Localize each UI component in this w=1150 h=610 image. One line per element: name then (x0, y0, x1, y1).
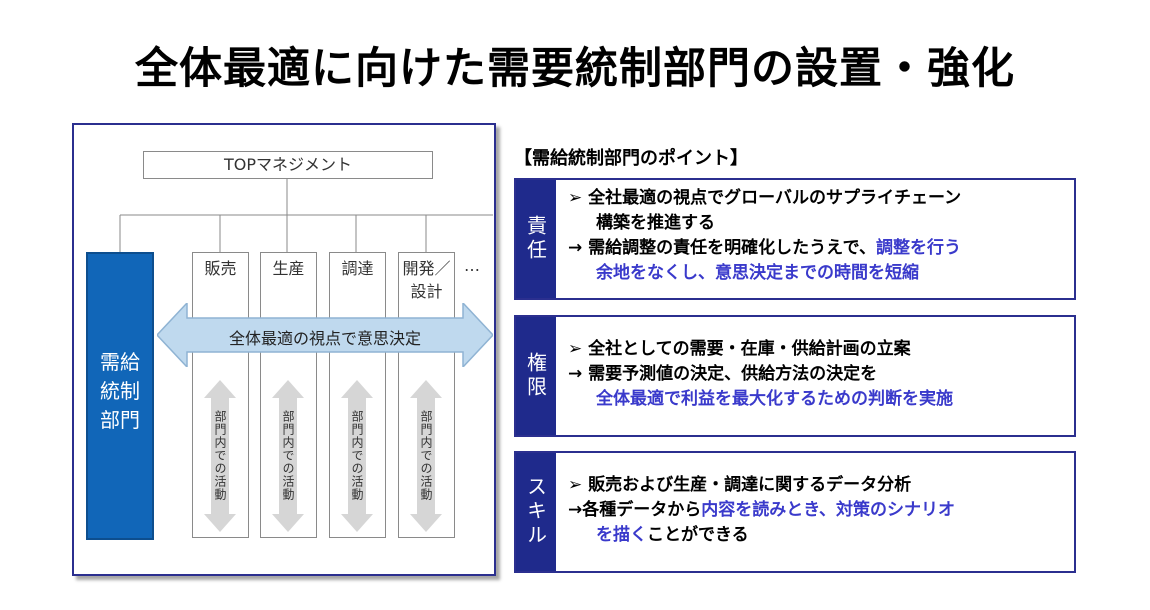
point-card-authority: 権限 ➢ 全社としての需要・在庫・供給計画の立案 → 需要予測値の決定、供給方法… (514, 315, 1076, 437)
internal-activity-arrow (341, 380, 373, 532)
org-connector-lines (119, 179, 493, 252)
point-line: を描くことができる (568, 523, 1068, 548)
point-tag: 権限 (516, 317, 556, 435)
demand-control-department-box: 需給 統制 部門 (86, 252, 154, 540)
point-line: 全体最適で利益を最大化するための判断を実施 (568, 387, 1068, 412)
internal-activity-arrow (204, 380, 236, 532)
point-line: →各種データから内容を読みとき、対策のシナリオ (568, 498, 1068, 523)
point-card-responsibility: 責任 ➢ 全社最適の視点でグローバルのサプライチェーン 構築を推進する → 需給… (514, 178, 1076, 300)
point-line: ➢ 全社としての需要・在庫・供給計画の立案 (568, 337, 1068, 362)
cross-department-arrow (157, 303, 493, 367)
top-management-box: TOPマネジメント (143, 151, 433, 179)
department-label-line-3: 部門 (100, 408, 140, 432)
page-title: 全体最適に向けた需要統制部門の設置・強化 (135, 44, 1015, 94)
point-text: ことができる (647, 525, 749, 545)
point-line: → 需要予測値の決定、供給方法の決定を (568, 362, 1068, 387)
point-text-highlight: 内容を読みとき、対策のシナリオ (701, 500, 956, 520)
point-line: ➢ 販売および生産・調達に関するデータ分析 (568, 473, 1068, 498)
point-body: ➢ 販売および生産・調達に関するデータ分析 →各種データから内容を読みとき、対策… (568, 473, 1068, 548)
internal-activity-label: 部門内での活動 (350, 410, 364, 501)
point-text: ➢ 全社としての需要・在庫・供給計画の立案 (568, 339, 911, 359)
point-text: ➢ 全社最適の視点でグローバルのサプライチェーン (568, 188, 962, 208)
point-line: 余地をなくし、意思決定までの時間を短縮 (568, 261, 1068, 286)
function-label: 開発／ (402, 259, 451, 278)
point-text-highlight: 余地をなくし、意思決定までの時間を短縮 (596, 263, 919, 283)
department-label-line-1: 需給 (100, 350, 140, 374)
point-line: 構築を推進する (568, 211, 1068, 236)
function-label: 販売 (204, 259, 237, 278)
internal-activity-arrow (272, 380, 304, 532)
internal-activity-label: 部門内での活動 (419, 410, 433, 501)
point-text: 構築を推進する (596, 213, 715, 233)
more-functions-ellipsis: … (464, 256, 482, 275)
point-text-highlight: 全体最適で利益を最大化するための判断を実施 (596, 389, 953, 409)
point-text: → 需要予測値の決定、供給方法の決定を (568, 364, 878, 384)
point-body: ➢ 全社としての需要・在庫・供給計画の立案 → 需要予測値の決定、供給方法の決定… (568, 337, 1068, 412)
point-body: ➢ 全社最適の視点でグローバルのサプライチェーン 構築を推進する → 需給調整の… (568, 186, 1068, 286)
internal-activity-arrow (410, 380, 442, 532)
function-label: 設計 (410, 282, 443, 301)
point-tag: スキル (516, 453, 556, 571)
point-card-skill: スキル ➢ 販売および生産・調達に関するデータ分析 →各種データから内容を読みと… (514, 451, 1076, 573)
point-text-highlight: 調整を行う (875, 238, 961, 258)
point-text: → 需給調整の責任を明確化したうえで、 (568, 238, 876, 258)
point-line: → 需給調整の責任を明確化したうえで、調整を行う (568, 236, 1068, 261)
point-tag: 責任 (516, 180, 556, 298)
internal-activity-label: 部門内での活動 (213, 410, 227, 501)
department-label-line-2: 統制 (100, 379, 140, 403)
function-label: 調達 (341, 259, 374, 278)
points-heading: 【需給統制部門のポイント】 (514, 148, 748, 169)
point-text: ➢ 販売および生産・調達に関するデータ分析 (568, 475, 912, 495)
cross-arrow-label: 全体最適の視点で意思決定 (228, 329, 421, 348)
internal-activity-label: 部門内での活動 (281, 410, 295, 501)
function-label: 生産 (272, 259, 305, 278)
point-text: →各種データから (568, 500, 702, 520)
point-text-highlight: を描く (596, 525, 647, 545)
point-line: ➢ 全社最適の視点でグローバルのサプライチェーン (568, 186, 1068, 211)
